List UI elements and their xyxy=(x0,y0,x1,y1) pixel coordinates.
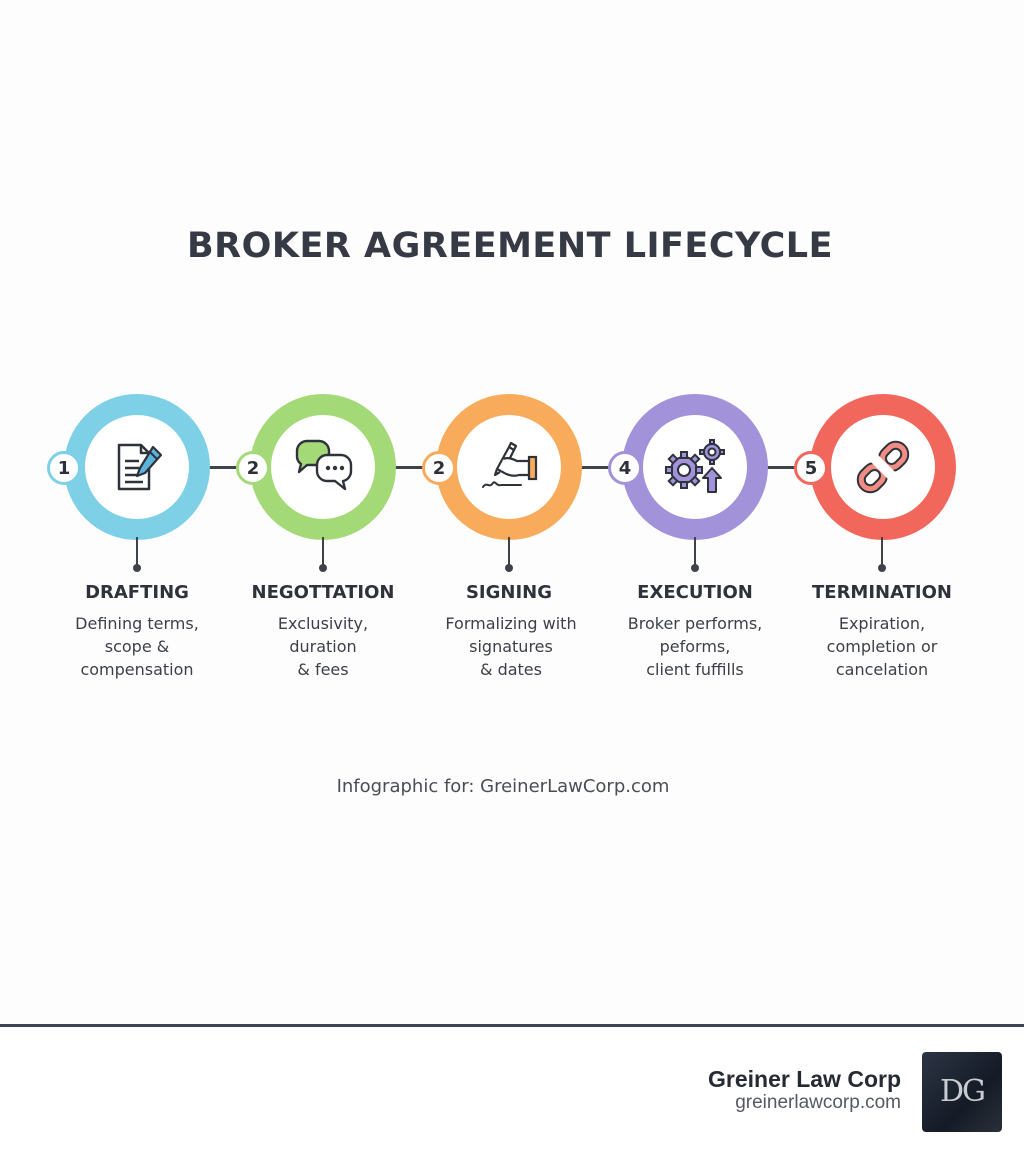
step-dot xyxy=(691,564,699,572)
desc-line: peforms, xyxy=(659,637,731,656)
page-title: BROKER AGREEMENT LIFECYCLE xyxy=(186,226,834,266)
step-label: DRAFTING xyxy=(85,582,189,603)
step-ring xyxy=(250,394,396,540)
infographic-caption: Infographic for: GreinerLawCorp.com xyxy=(336,776,670,797)
brand-logo[interactable]: DG xyxy=(922,1052,1002,1132)
desc-line: duration xyxy=(289,637,357,656)
speech-bubbles-icon xyxy=(291,439,355,495)
step-ring xyxy=(436,394,582,540)
step-dot xyxy=(505,564,513,572)
brand-url[interactable]: greinerlawcorp.com xyxy=(735,1092,901,1113)
document-pen-icon xyxy=(109,439,165,495)
connector xyxy=(766,466,812,469)
step-description: Defining terms, scope & compensation xyxy=(47,612,227,681)
step-stem xyxy=(322,537,324,567)
brand-name[interactable]: Greiner Law Corp xyxy=(708,1066,901,1092)
step-number: 1 xyxy=(47,451,81,485)
step-stem xyxy=(508,537,510,567)
step-ring xyxy=(622,394,768,540)
hand-signing-icon xyxy=(477,439,541,495)
step-ring xyxy=(810,394,956,540)
desc-line: signatures xyxy=(469,637,553,656)
step-number: 2 xyxy=(422,451,456,485)
desc-line: & fees xyxy=(297,660,349,679)
connector xyxy=(208,466,254,469)
step-label: EXECUTION xyxy=(637,582,753,603)
desc-line: Exclusivity, xyxy=(277,614,369,633)
step-stem xyxy=(694,537,696,567)
step-description: Formalizing with signatures & dates xyxy=(421,612,601,681)
desc-line: Defining terms, xyxy=(75,614,199,633)
step-label: NEGOTTATION xyxy=(251,582,395,603)
desc-line: completion or xyxy=(826,637,938,656)
step-dot xyxy=(319,564,327,572)
desc-line: scope & xyxy=(104,637,170,656)
desc-line: Broker performs, xyxy=(627,614,763,633)
step-number: 2 xyxy=(236,451,270,485)
step-label: SIGNING xyxy=(465,582,553,603)
desc-line: & dates xyxy=(480,660,542,679)
connector xyxy=(580,466,626,469)
step-description: Exclusivity, duration & fees xyxy=(233,612,413,681)
step-number: 4 xyxy=(608,451,642,485)
desc-line: compensation xyxy=(80,660,194,679)
step-ring xyxy=(64,394,210,540)
step-description: Expiration, completion or cancelation xyxy=(792,612,972,681)
step-description: Broker performs, peforms, client fuffill… xyxy=(605,612,785,681)
desc-line: Expiration, xyxy=(838,614,926,633)
step-number: 5 xyxy=(794,451,828,485)
step-label: TERMINATION xyxy=(812,582,952,603)
desc-line: Formalizing with xyxy=(445,614,577,633)
infographic-canvas: BROKER AGREEMENT LIFECYCLE xyxy=(47,226,972,797)
step-stem xyxy=(881,537,883,567)
step-dot xyxy=(878,564,886,572)
desc-line: cancelation xyxy=(835,660,929,679)
step-stem xyxy=(136,537,138,567)
connector xyxy=(394,466,440,469)
footer-divider xyxy=(0,1024,1024,1027)
logo-monogram: DG xyxy=(939,1074,986,1109)
step-dot xyxy=(133,564,141,572)
broken-link-icon xyxy=(854,438,912,496)
desc-line: client fuffills xyxy=(646,660,744,679)
gears-arrow-icon xyxy=(662,438,728,496)
